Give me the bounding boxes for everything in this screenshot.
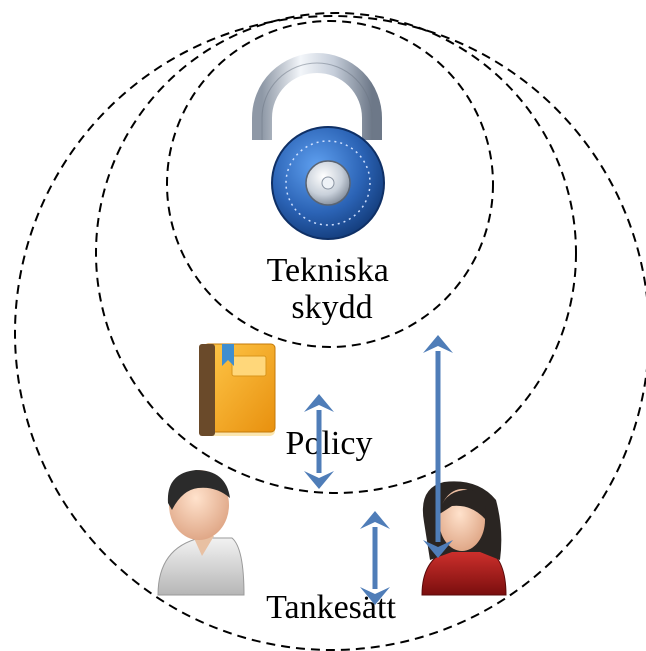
inner-layer-label-line-1: Tekniska (267, 252, 389, 289)
man-user-icon (157, 470, 245, 596)
middle-layer-circle (95, 12, 577, 494)
padlock-icon (252, 53, 385, 240)
middle-layer-label: Policy (286, 425, 373, 462)
woman-user-icon (421, 481, 507, 596)
inner-layer-circle (166, 20, 494, 348)
mindset-double-arrow (360, 511, 390, 605)
layer-circles (14, 12, 646, 651)
outer-layer-circle (14, 15, 646, 651)
connector-arrows (304, 335, 453, 605)
technical-to-user-double-arrow (423, 335, 453, 558)
inner-layer-label-line-2: skydd (291, 289, 372, 326)
policy-book-icon (199, 343, 276, 436)
inner-layer-label: Tekniska skydd (267, 252, 398, 326)
policy-double-arrow (304, 394, 334, 489)
